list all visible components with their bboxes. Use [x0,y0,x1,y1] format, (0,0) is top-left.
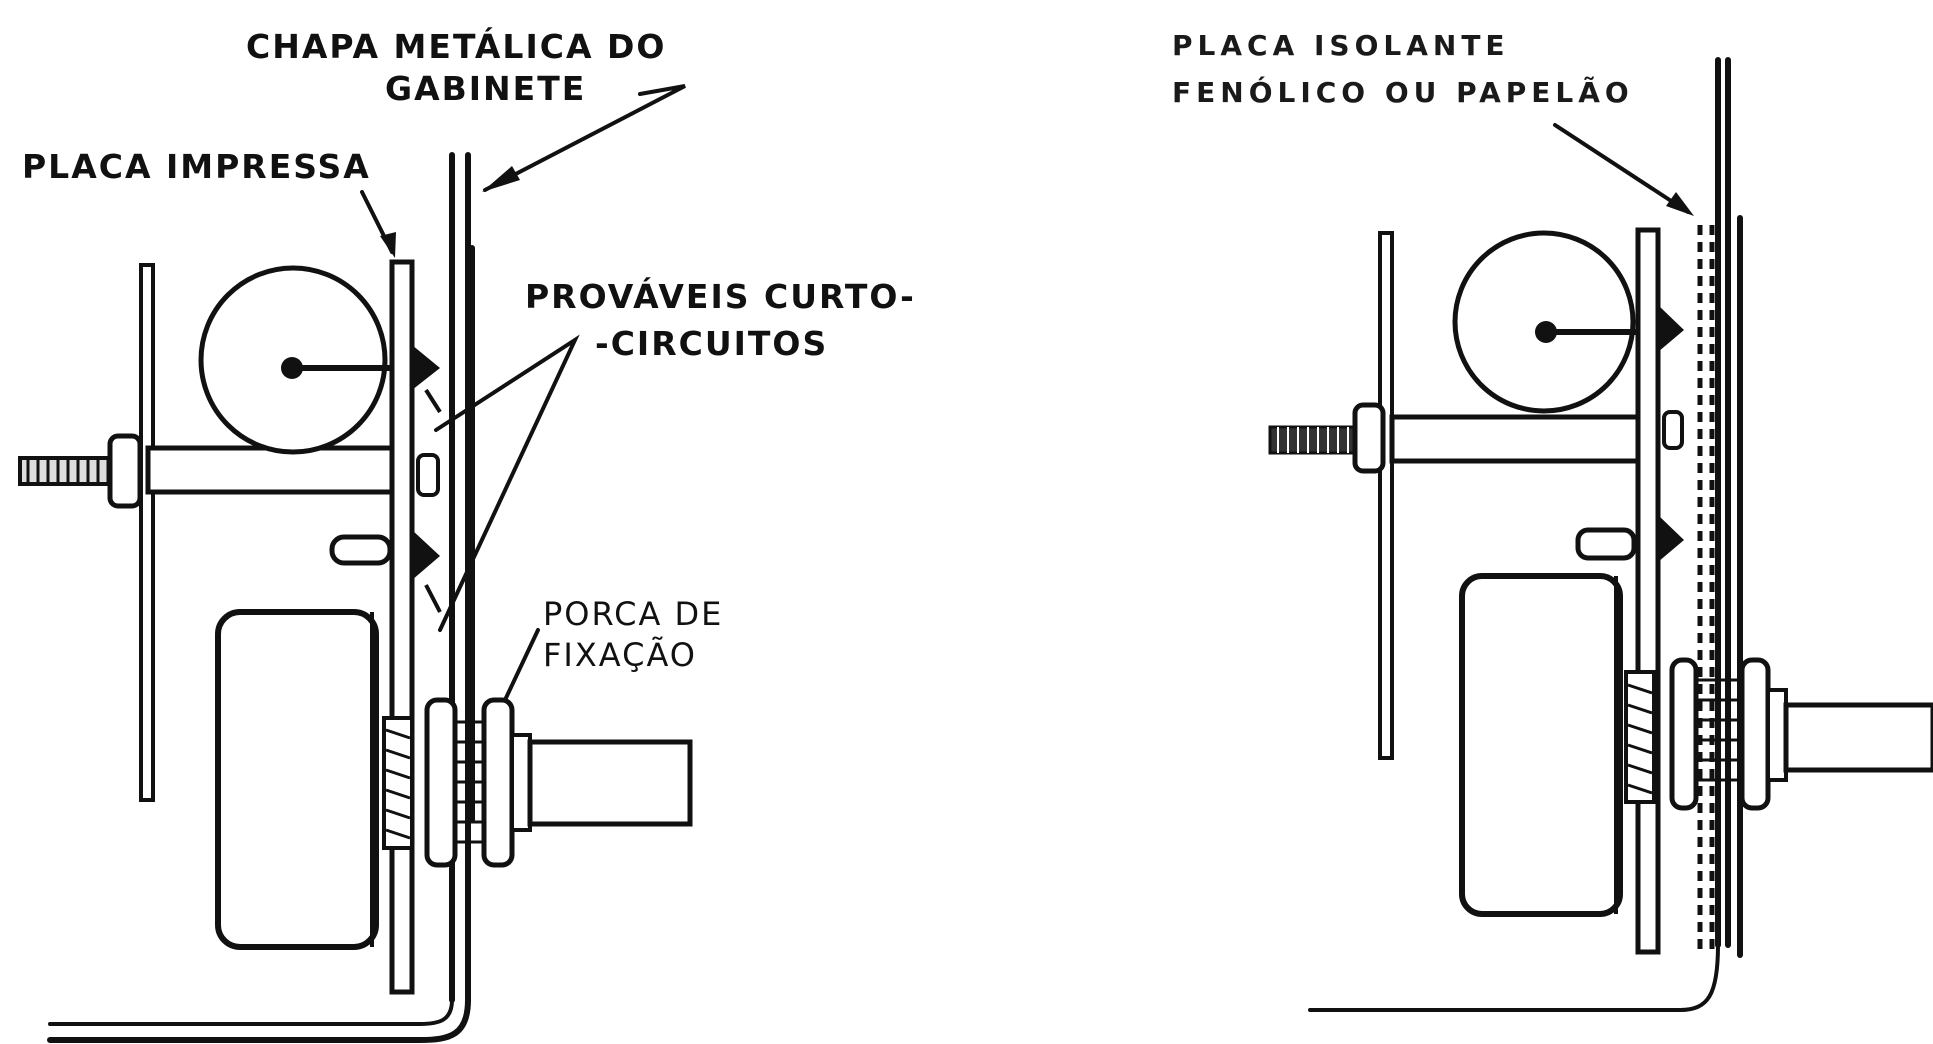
label-shorts-line1: PROVÁVEIS CURTO- [525,276,916,316]
left-diagram: CHAPA METÁLICA DO GABINETE PLACA IMPRESS… [18,26,916,1043]
component-circle-right [1452,230,1643,414]
short-circuit-arrows [434,334,580,632]
pcb-left [389,259,415,995]
solder-point-3 [1658,305,1684,352]
terminal-right [1662,410,1684,450]
label-chassis-line1: CHAPA METÁLICA DO [246,26,666,66]
label-pcb: PLACA IMPRESSA [22,147,371,186]
solder-point-1 [412,345,440,390]
short-marks [424,388,442,613]
potentiometer-left [215,609,693,950]
chassis-sheet-right [1308,57,1743,1012]
label-nut-line1: PORCA DE [543,595,723,633]
label-shorts-line2: -CIRCUITOS [595,324,828,363]
label-nut-line2: FIXAÇÃO [543,636,697,674]
small-clip-right [1575,527,1637,561]
solder-point-2 [412,530,440,580]
chassis-arrow [482,84,686,192]
label-insulator-line1: PLACA ISOLANTE [1172,29,1510,62]
bolt-right [1268,402,1645,474]
bolt-left [18,433,396,509]
component-circle-left [198,265,395,455]
nut-leader-line [503,628,540,702]
insulator-arrow [1553,123,1694,216]
label-insulator-line2: FENÓLICO OU PAPELÃO [1172,75,1634,109]
pcb-right [1635,227,1661,955]
right-disc-plate [1378,231,1394,760]
small-clip-left [329,534,393,566]
terminal-left [416,453,440,497]
solder-point-4 [1658,515,1684,562]
left-disc-plate [139,263,155,802]
pcb-arrow [360,190,396,258]
label-chassis-line2: GABINETE [385,69,586,108]
right-diagram: PLACA ISOLANTE FENÓLICO OU PAPELÃO [1172,29,1933,1012]
chassis-sheet-left [47,152,475,1043]
insulator-sheet [1697,225,1715,955]
potentiometer-right [1459,573,1933,917]
